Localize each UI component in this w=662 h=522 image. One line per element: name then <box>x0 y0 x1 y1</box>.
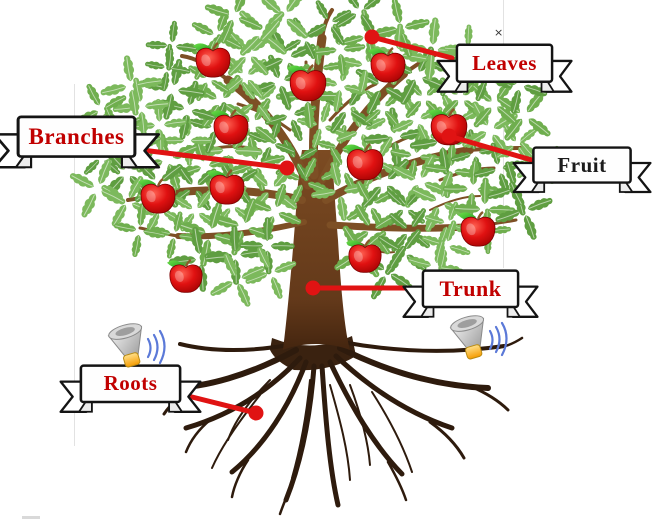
connector-dot-trunk <box>305 280 321 296</box>
stray-mark: × <box>494 26 504 39</box>
label-banner-roots: Roots <box>57 363 204 418</box>
label-text-roots: Roots <box>103 371 158 396</box>
guide-line-right <box>503 0 504 268</box>
connector-dot-leaves <box>364 29 380 45</box>
label-text-fruit: Fruit <box>557 152 607 177</box>
label-text-trunk: Trunk <box>439 275 502 301</box>
edge-artifact <box>22 516 40 519</box>
label-text-branches: Branches <box>28 123 125 149</box>
guide-line-left <box>74 84 75 446</box>
audio-speaker-icon-right[interactable] <box>441 313 509 361</box>
connector-dot-roots <box>248 405 264 421</box>
connector-dot-branches <box>279 160 295 176</box>
tree-trunk <box>283 150 350 350</box>
label-banner-fruit: Fruit <box>510 145 654 198</box>
audio-speaker-icon-left[interactable] <box>99 321 167 369</box>
label-banner-leaves: Leaves <box>434 42 575 98</box>
label-banner-branches: Branches <box>0 114 163 174</box>
tree-roots <box>162 336 524 516</box>
label-text-leaves: Leaves <box>472 50 537 75</box>
connector-dot-fruit <box>441 128 457 144</box>
